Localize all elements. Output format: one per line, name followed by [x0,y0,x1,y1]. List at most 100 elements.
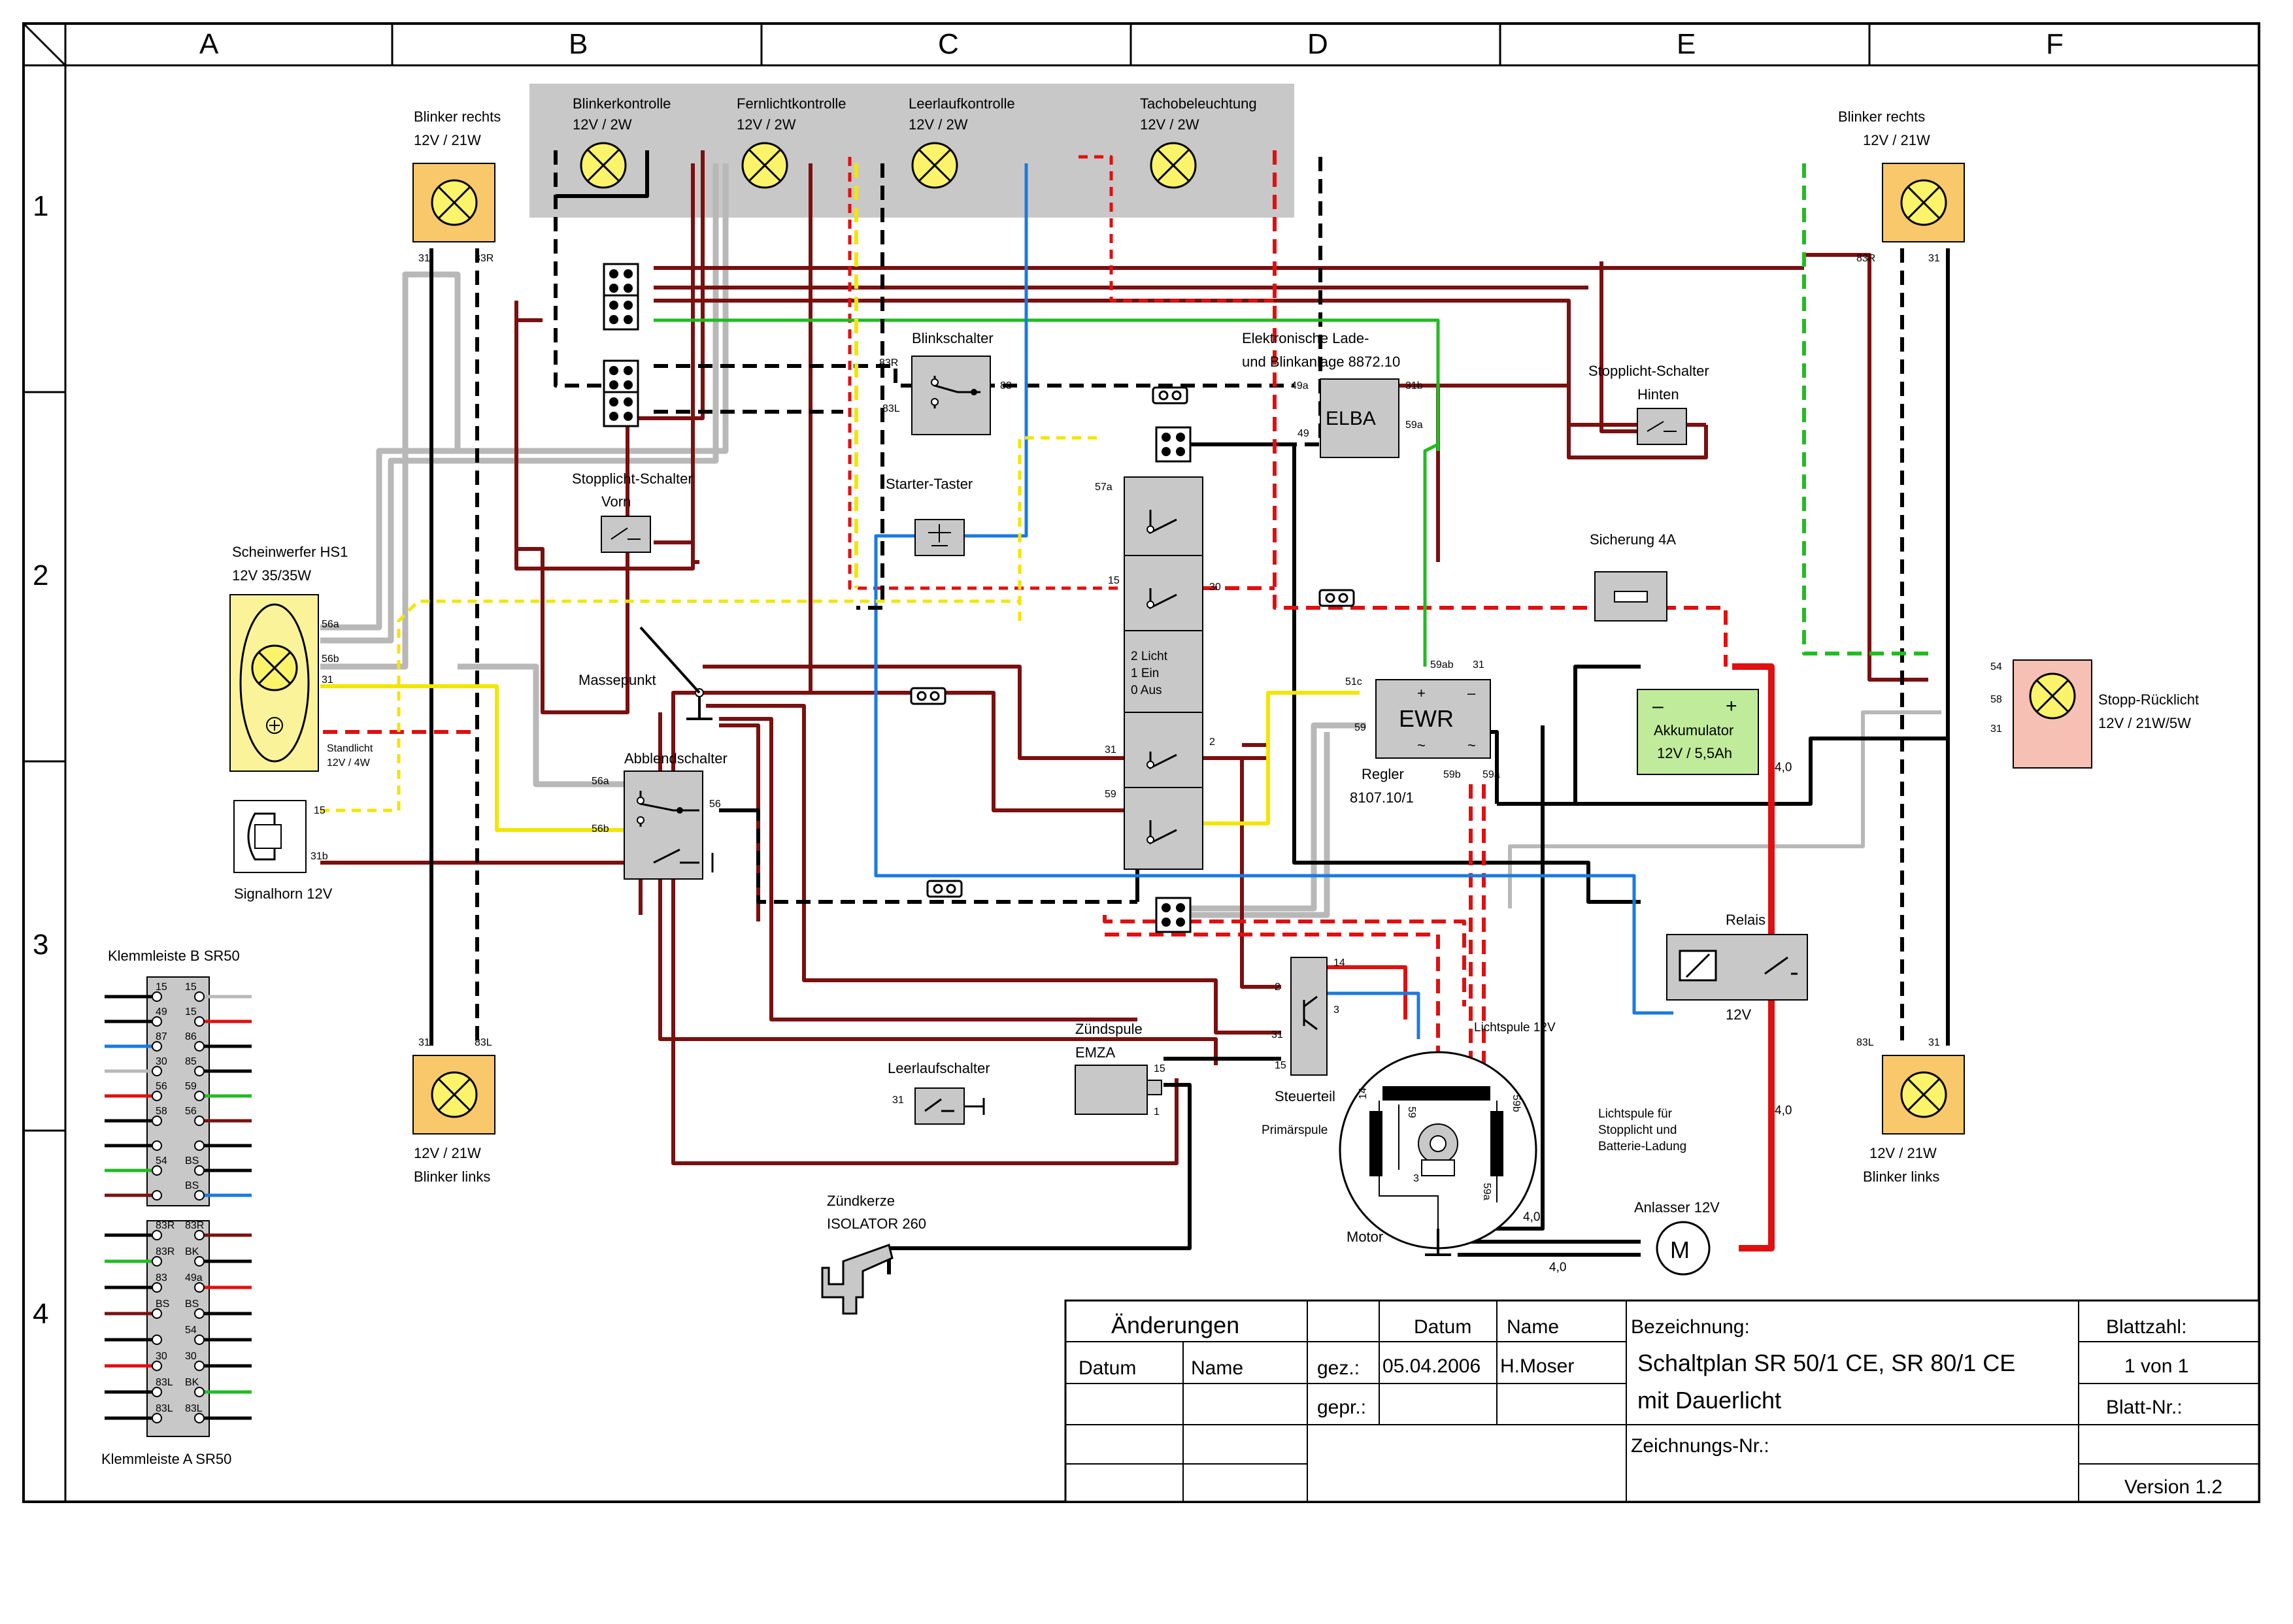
svg-text:30: 30 [1209,582,1221,593]
svg-text:2: 2 [1275,982,1280,993]
svg-text:49: 49 [1297,428,1309,439]
svg-text:EMZA: EMZA [1075,1044,1115,1061]
stopp-ruecklicht: 54 58 31 Stopp-Rücklicht 12V / 21W/5W [1990,659,2199,769]
wire-size-labels: 4,0 4,0 4,0 4,0 [1523,761,1792,1274]
svg-text:Standlicht: Standlicht [327,743,373,754]
stopplicht-schalter-hinten: Stopplicht-Schalter Hinten [1588,363,1709,445]
svg-text:57a: 57a [1095,482,1113,493]
svg-text:12V 35/35W: 12V 35/35W [232,567,311,584]
inline-connector-icon [1318,589,1355,607]
bezeichnung-line2: mit Dauerlicht [1637,1387,1781,1414]
svg-text:83: 83 [1000,380,1012,391]
strip-terminal [194,1041,205,1052]
svg-text:31: 31 [322,674,333,686]
strip-label-right: 59 [185,1081,197,1092]
svg-text:Regler: Regler [1362,766,1404,782]
anlasser: Anlasser 12V M [1634,1199,1720,1276]
strip-terminal [194,1016,205,1027]
svg-text:83R: 83R [475,253,494,264]
svg-text:Tachobeleuchtung: Tachobeleuchtung [1140,95,1257,112]
svg-text:2 Licht: 2 Licht [1131,650,1168,663]
svg-text:12V / 2W: 12V / 2W [573,116,632,133]
strip-label-right: 30 [185,1351,197,1362]
svg-text:59ab: 59ab [1430,659,1454,671]
svg-text:83R: 83R [1856,253,1875,264]
svg-text:15: 15 [1275,1060,1286,1071]
strip-label-left: 30 [156,1056,167,1067]
strip-label-right: 15 [185,982,197,993]
svg-text:4,0: 4,0 [1549,1261,1566,1274]
aenderungen-name-col: Name [1191,1357,1243,1379]
stopplicht-schalter-vorn: Stopplicht-Schalter Vorn [572,471,693,553]
svg-text:~: ~ [1467,737,1476,754]
blinker-rechts-rear: Blinker rechts 12V / 21W 83R 31 [1838,108,1965,264]
svg-text:12V / 21W: 12V / 21W [414,1145,481,1161]
panel-lamp-fernlichtkontrolle: Fernlichtkontrolle 12V / 2W [737,95,846,189]
strip-label-right: 15 [185,1006,197,1018]
strip-label-left: 58 [156,1106,167,1117]
svg-text:Stopp-Rücklicht: Stopp-Rücklicht [2098,691,2199,708]
strip-label-left: 83 [156,1272,167,1284]
strip-label-left: 83L [156,1403,173,1414]
svg-text:Batterie-Ladung: Batterie-Ladung [1598,1140,1686,1153]
svg-text:+: + [1417,685,1426,701]
title-block: Änderungen Datum Name Datum Name gez.: 0… [1064,1299,2260,1503]
abblendschalter: Abblendschalter 56a 56b 56 [592,750,728,880]
name-header: Name [1507,1316,1559,1338]
svg-text:Fernlichtkontrolle: Fernlichtkontrolle [737,95,846,112]
lamp-icon [741,142,788,189]
column-label-d: D [1307,28,1328,60]
lamp-icon [1150,142,1197,189]
svg-text:Starter-Taster: Starter-Taster [886,476,973,492]
row-label-1: 1 [33,190,48,222]
blinker-links-front: 31 83L 12V / 21W Blinker links [412,1037,495,1185]
inline-connector-icon [1152,386,1188,405]
strip-terminal [152,1091,162,1101]
strip-terminal [152,1361,162,1371]
svg-text:12V / 21W: 12V / 21W [414,132,481,148]
strip-label-left: 15 [156,982,167,993]
svg-text:–: – [1467,685,1476,701]
svg-text:83L: 83L [1856,1037,1874,1048]
svg-text:Motor: Motor [1347,1229,1383,1245]
strip-label-right: BK [185,1377,199,1388]
blattzahl-value: 1 von 1 [2124,1355,2188,1377]
blatt-nr-label: Blatt-Nr.: [2106,1397,2183,1418]
akkumulator: – + Akkumulator 12V / 5,5Ah [1637,689,1759,775]
svg-text:Blinker rechts: Blinker rechts [414,108,501,125]
lamp-icon [431,1071,478,1118]
strip-label-left: 83R [156,1246,175,1257]
svg-text:56a: 56a [592,776,609,787]
blinker-rechts-front: Blinker rechts 12V / 21W 31 83R [412,108,501,264]
row-labels: 1 2 3 4 [33,190,48,1330]
column-labels: A B C D E F [199,28,2064,60]
svg-text:1: 1 [1154,1106,1160,1118]
svg-text:Blinkerkontrolle: Blinkerkontrolle [573,95,671,112]
svg-text:3: 3 [1333,1004,1339,1016]
strip-terminal [152,1413,162,1423]
inline-connector-icon [926,880,963,898]
strip-terminal [194,1308,205,1319]
svg-text:–: – [1652,695,1664,717]
svg-text:Blinker links: Blinker links [1863,1168,1939,1185]
strip-label-left: 83R [156,1220,175,1231]
strip-label-right: 83R [185,1220,204,1231]
svg-text:14: 14 [1333,957,1345,969]
leerlaufschalter: Leerlaufschalter 31 [888,1060,990,1125]
strip-terminal [194,1165,205,1176]
svg-text:59a: 59a [1482,769,1500,780]
svg-text:1 Ein: 1 Ein [1131,667,1159,680]
blinkschalter: Blinkschalter 83R 83L 83 [879,330,1012,435]
svg-text:EWR: EWR [1399,705,1454,732]
svg-text:12V / 21W: 12V / 21W [1863,132,1930,148]
svg-text:ELBA: ELBA [1326,408,1376,429]
svg-text:12V / 2W: 12V / 2W [909,116,968,133]
blattzahl-label: Blattzahl: [2106,1316,2186,1338]
strip-label-left: 87 [156,1031,167,1042]
lamp-icon [2029,672,2076,720]
aenderungen-label: Änderungen [1111,1312,1239,1338]
svg-text:8107.10/1: 8107.10/1 [1350,789,1414,806]
connector-icon [603,263,639,299]
